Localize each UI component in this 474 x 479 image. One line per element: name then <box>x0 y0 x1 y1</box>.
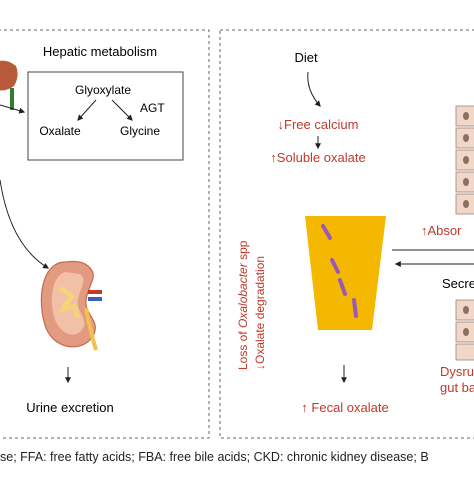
kidney-illustration <box>40 260 102 351</box>
hepatic-title: Hepatic metabolism <box>43 44 157 59</box>
dysruption-label-line1: Dysru <box>440 364 474 379</box>
arrow-to-kidney <box>0 179 50 269</box>
agt-label: AGT <box>140 101 165 115</box>
bacteria-group <box>321 224 358 318</box>
epithelium <box>455 105 474 361</box>
liver-illustration <box>0 60 18 91</box>
oxalate-degradation-label: ↓Oxalate degradation <box>253 256 267 370</box>
arrow-diet <box>307 71 321 107</box>
free-calcium-label: ↓Free calcium <box>278 117 359 132</box>
gut-lumen <box>305 216 386 330</box>
arrow-glyoxylate-oxalate <box>77 99 97 121</box>
bile-duct <box>10 88 14 110</box>
arrow-glyoxylate-glycine <box>111 99 133 121</box>
dysruption-label-line2: gut ba <box>440 380 474 395</box>
left-panel-frame <box>0 29 210 439</box>
arrow-liver-box <box>0 104 26 114</box>
oxalobacter-label: Loss of Oxalobacter spp <box>236 240 250 370</box>
urine-excretion-label: Urine excretion <box>26 400 113 415</box>
hepatic-box <box>27 71 184 161</box>
figure-caption: se; FFA: free fatty acids; FBA: free bil… <box>0 450 429 464</box>
secretion-label: Secre <box>442 276 474 291</box>
soluble-oxalate-label: ↑Soluble oxalate <box>270 150 365 165</box>
absorption-label: ↑Absor <box>421 223 462 238</box>
right-panel-frame <box>219 29 474 439</box>
oxalate-label: Oxalate <box>39 124 81 138</box>
diet-label: Diet <box>294 50 318 65</box>
glycine-label: Glycine <box>120 124 160 138</box>
glyoxylate-label: Glyoxylate <box>75 83 131 97</box>
fecal-oxalate-label: ↑ Fecal oxalate <box>301 400 388 415</box>
